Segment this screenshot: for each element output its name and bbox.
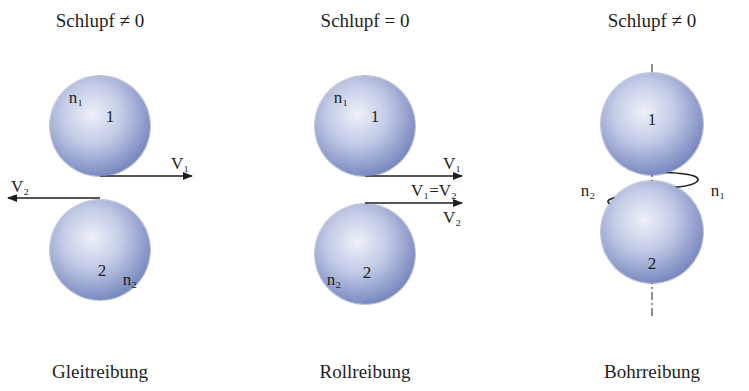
speed-label: n₁ [334, 89, 348, 106]
velocity-label: V₂ [441, 209, 463, 226]
sphere: 2 [315, 204, 415, 304]
slip-heading: Schlupf = 0 [321, 11, 410, 30]
sphere: 1 [315, 76, 415, 176]
speed-label: n₂ [581, 182, 595, 199]
sphere: 1 [601, 73, 703, 175]
sphere: 2 [601, 181, 703, 283]
sphere-number: 2 [363, 264, 372, 281]
velocity-label: V₁ [169, 155, 191, 172]
velocity-label: V₁ [441, 155, 463, 172]
slip-heading: Schlupf ≠ 0 [608, 11, 697, 30]
sphere: 1 [50, 76, 150, 176]
speed-label: n₂ [327, 271, 341, 288]
sphere-number: 1 [371, 108, 380, 125]
sphere-number: 2 [648, 255, 657, 272]
sphere-number: 2 [98, 262, 107, 279]
caption: Bohrreibung [604, 362, 700, 381]
caption: Rollreibung [320, 362, 411, 381]
speed-label: n₁ [69, 89, 83, 106]
speed-label: n₁ [711, 182, 725, 199]
caption: Gleitreibung [52, 362, 148, 381]
sphere-number: 1 [648, 111, 657, 128]
velocity-label: V₂ [9, 178, 31, 195]
speed-label: n₂ [123, 271, 137, 288]
slip-heading: Schlupf ≠ 0 [56, 11, 145, 30]
sphere-number: 1 [106, 108, 115, 125]
velocity-label: V₁=V₂ [409, 182, 459, 199]
